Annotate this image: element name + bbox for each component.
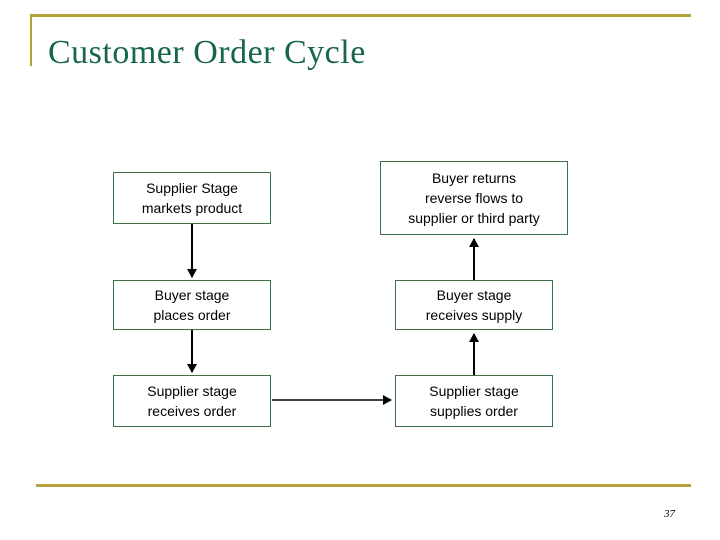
title-accent-bracket bbox=[30, 14, 32, 66]
flow-box-buyer-returns-reverse-flows: Buyer returns reverse flows to supplier … bbox=[380, 161, 568, 235]
page-number: 37 bbox=[664, 508, 675, 520]
bottom-accent-line bbox=[36, 484, 691, 487]
slide-title: Customer Order Cycle bbox=[48, 34, 366, 71]
flow-box-supplier-stage-markets-product: Supplier Stage markets product bbox=[113, 172, 271, 224]
flow-box-buyer-stage-receives-supply: Buyer stage receives supply bbox=[395, 280, 553, 330]
top-accent-line bbox=[30, 14, 691, 17]
flow-box-buyer-stage-places-order: Buyer stage places order bbox=[113, 280, 271, 330]
flow-box-supplier-stage-supplies-order: Supplier stage supplies order bbox=[395, 375, 553, 427]
flow-box-supplier-stage-receives-order: Supplier stage receives order bbox=[113, 375, 271, 427]
